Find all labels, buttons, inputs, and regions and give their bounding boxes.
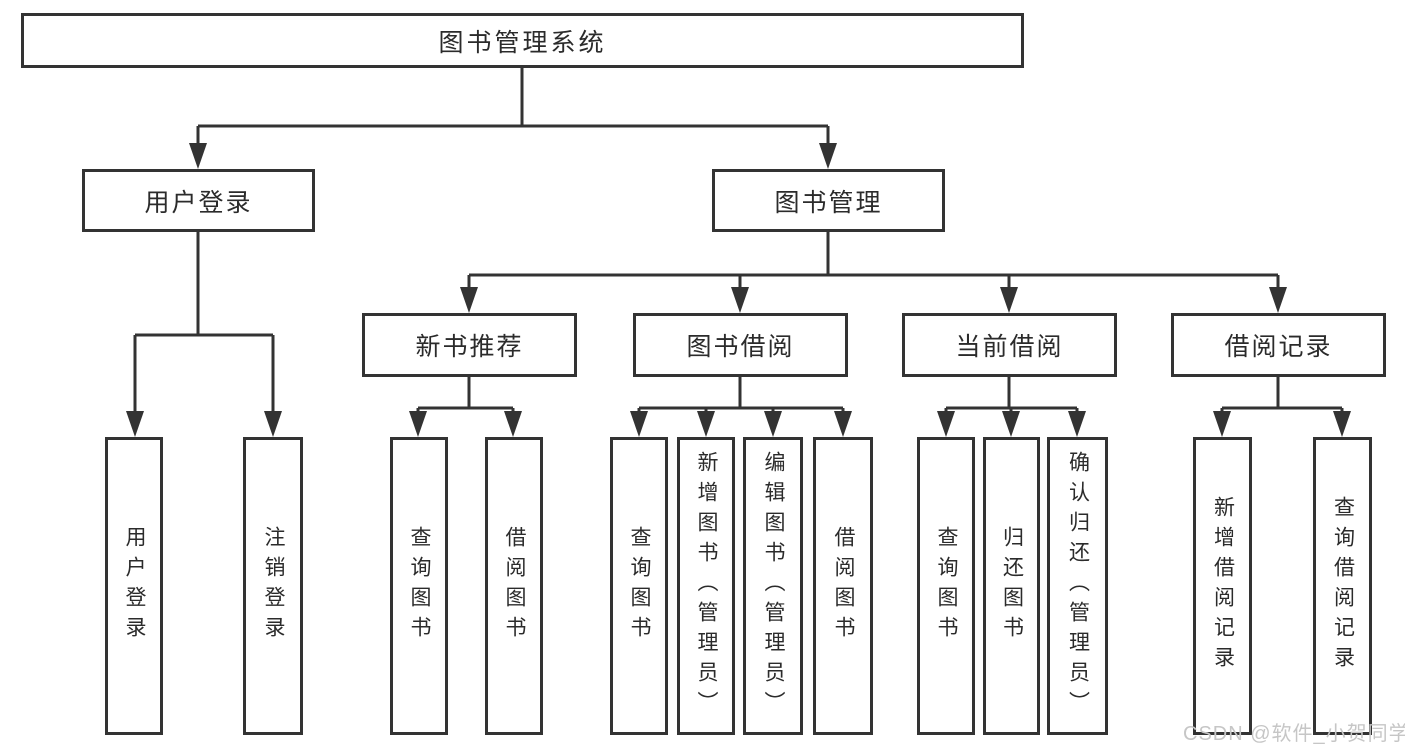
watermark-text: CSDN @软件_小贺同学 — [1183, 723, 1405, 745]
leaf-query-books-recommend: 查询图书 — [390, 437, 448, 735]
leaf-confirm-return-admin: 确认归还（管理员） — [1047, 437, 1108, 735]
leaf-logout: 注销登录 — [243, 437, 303, 735]
leaf-query-books-borrowing: 查询图书 — [610, 437, 668, 735]
node-root-library-system: 图书管理系统 — [21, 13, 1024, 68]
leaf-add-borrow-record: 新增借阅记录 — [1193, 437, 1252, 735]
leaf-borrow-books-recommend: 借阅图书 — [485, 437, 543, 735]
node-new-book-recommendation: 新书推荐 — [362, 313, 577, 377]
node-user-login: 用户登录 — [82, 169, 315, 232]
leaf-return-books: 归还图书 — [983, 437, 1040, 735]
node-book-management: 图书管理 — [712, 169, 945, 232]
leaf-query-borrow-record: 查询借阅记录 — [1313, 437, 1372, 735]
node-borrowing-records: 借阅记录 — [1171, 313, 1386, 377]
node-current-borrowing: 当前借阅 — [902, 313, 1117, 377]
leaf-user-login: 用户登录 — [105, 437, 163, 735]
leaf-edit-books-admin: 编辑图书（管理员） — [743, 437, 803, 735]
node-book-borrowing: 图书借阅 — [633, 313, 848, 377]
leaf-borrow-books-borrowing: 借阅图书 — [813, 437, 873, 735]
leaf-query-books-current: 查询图书 — [917, 437, 975, 735]
leaf-add-books-admin: 新增图书（管理员） — [677, 437, 735, 735]
